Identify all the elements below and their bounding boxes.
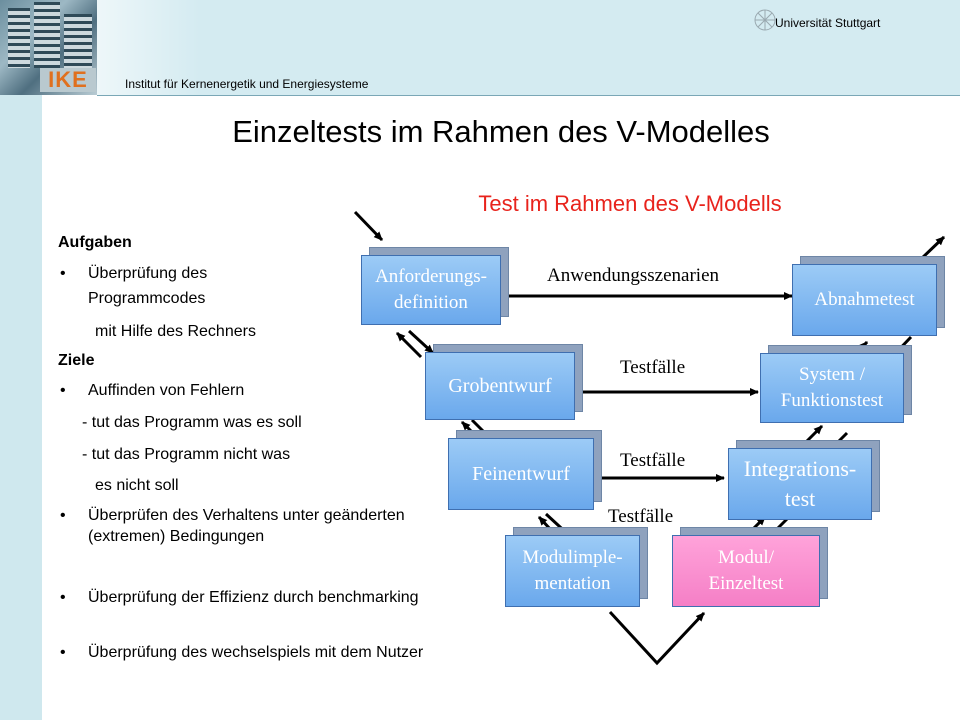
- arrow-left-1b: [407, 329, 435, 355]
- box-label: Funktionstest: [780, 390, 884, 411]
- arrow-input-anforderung: [353, 210, 384, 242]
- box-label: Modul/: [718, 547, 774, 568]
- university-mark-icon: [754, 9, 776, 31]
- aufgaben-heading: Aufgaben: [58, 234, 132, 251]
- header-band: [97, 0, 960, 95]
- edge-label-testfaelle: Testfälle: [620, 357, 686, 378]
- institute-logo-image: IKE: [0, 0, 97, 95]
- box-modulimplementation: Modulimple-mentation: [505, 527, 648, 607]
- box-system-funktionstest: System / Funktionstest: [760, 345, 912, 423]
- aufgaben-item-line2: Programmcodes: [88, 290, 206, 307]
- edge-label-anwendungsszenarien: Anwendungsszenarien: [547, 265, 720, 286]
- box-label: Integrations-: [743, 456, 857, 481]
- bullet: •: [60, 644, 66, 661]
- bullet: •: [60, 265, 66, 282]
- university-name: Universität Stuttgart: [775, 16, 881, 30]
- institute-name: Institut für Kernenergetik und Energiesy…: [125, 77, 369, 91]
- box-label: Feinentwurf: [472, 462, 570, 485]
- slide-title: Einzeltests im Rahmen des V-Modelles: [232, 114, 770, 149]
- ziele-subitem-2: - tut das Programm nicht was: [82, 446, 291, 463]
- ziele-item-fehler: Auffinden von Fehlern: [88, 382, 245, 399]
- ziele-item-nutzer: Überprüfung des wechselspiels mit dem Nu…: [88, 644, 424, 661]
- aufgaben-item-line1: Überprüfung des: [88, 265, 208, 282]
- bullet: •: [60, 589, 66, 606]
- ziele-item-effizienz: Überprüfung der Effizienz durch benchmar…: [88, 589, 419, 606]
- box-grobentwurf: Grobentwurf: [425, 344, 583, 420]
- box-label: System /: [799, 364, 865, 385]
- box-label: test: [784, 486, 816, 511]
- ziele-item-verhalten: Überprüfen des Verhaltens unter geändert…: [88, 507, 405, 545]
- ziele-subitem-3: es nicht soll: [95, 477, 179, 494]
- diagram-title: Test im Rahmen des V-Modells: [478, 191, 782, 216]
- edge-label-testfaelle: Testfälle: [608, 506, 674, 527]
- ziele-subitem-1: - tut das Programm was es soll: [82, 414, 302, 431]
- box-label: Modulimple-: [522, 547, 623, 568]
- box-modul-einzeltest: Modul/Einzeltest: [672, 527, 828, 607]
- bullet: •: [60, 382, 66, 399]
- box-feinentwurf: Feinentwurf: [448, 430, 602, 510]
- edge-label-testfaelle: Testfälle: [620, 450, 686, 471]
- ziele-heading: Ziele: [58, 352, 95, 369]
- box-label: Grobentwurf: [448, 374, 552, 397]
- arrow-left-1a: [395, 331, 423, 359]
- box-label: definition: [394, 292, 468, 313]
- bullet: •: [60, 507, 66, 524]
- box-anforderungsdefinition: Anforderungs-definition: [361, 247, 509, 325]
- arrow-bottom-v: [608, 610, 706, 666]
- box-abnahmetest: Abnahmetest: [792, 256, 945, 336]
- box-label: Abnahmetest: [814, 289, 915, 310]
- ike-logo: IKE: [40, 68, 96, 92]
- box-integrationstest: Integrations-test: [728, 440, 880, 520]
- box-label: Anforderungs-: [375, 266, 487, 287]
- left-sidebar-band: [0, 0, 42, 720]
- header-divider: [97, 95, 960, 96]
- box-label: Einzeltest: [708, 573, 784, 594]
- box-label: mentation: [534, 573, 611, 594]
- aufgaben-item-line3: mit Hilfe des Rechners: [95, 323, 256, 340]
